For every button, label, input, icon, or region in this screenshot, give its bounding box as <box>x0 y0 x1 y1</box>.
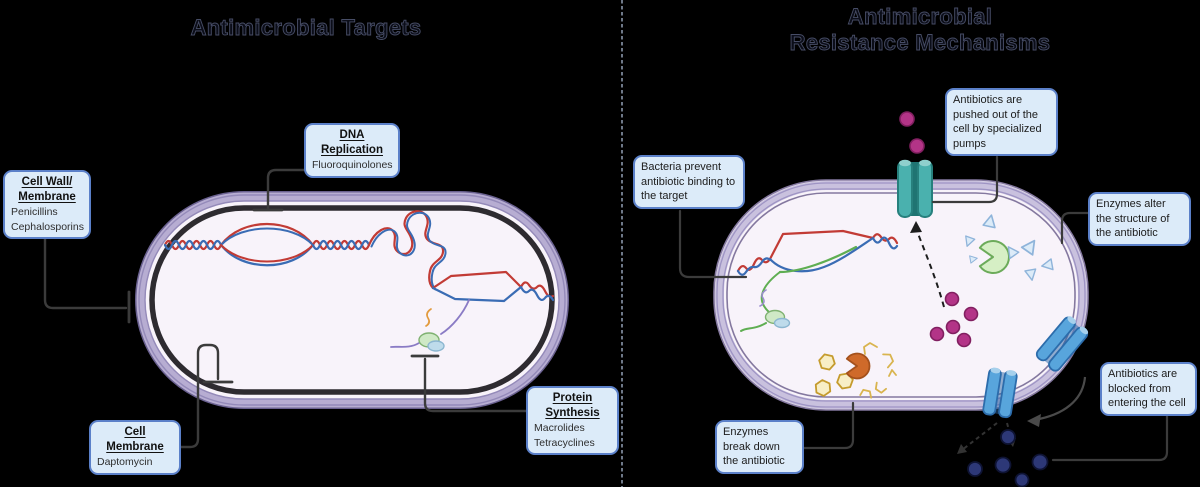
label-box-efflux-pump: Antibiotics are pushed out of the cell b… <box>945 88 1058 157</box>
label-box-protein-synthesis: Protein Synthesis Macrolides Tetracyclin… <box>526 386 619 456</box>
cell-membrane-drug1: Daptomycin <box>97 455 153 468</box>
right-panel-title: Antimicrobial Resistance Mechanisms <box>700 4 1140 56</box>
efflux-pump-icon <box>897 159 933 218</box>
right-bacterial-cell <box>713 179 1089 411</box>
right-ribosome-icon <box>764 309 791 329</box>
dna-replication-heading-line2: Replication <box>321 143 383 156</box>
label-box-cell-membrane: Cell Membrane Daptomycin <box>89 420 181 475</box>
cell-wall-heading-line1: Cell Wall/ <box>21 176 73 188</box>
connector-breakdown <box>801 401 855 450</box>
enzyme-breakdown-icon <box>814 342 897 399</box>
label-box-cell-wall: Cell Wall/ Membrane Penicillins Cephalos… <box>3 170 91 240</box>
connector-cell-wall <box>43 237 128 310</box>
cell-membrane-heading-line1: Cell <box>124 426 146 438</box>
blocked-entry-text: Antibiotics are blocked from entering th… <box>1108 368 1186 410</box>
efflux-arrow <box>910 221 945 308</box>
right-panel-title-line1: Antimicrobial <box>847 4 993 30</box>
enzyme-breakdown-text: Enzymes break down the antibiotic <box>723 426 785 468</box>
enzyme-alteration-text: Enzymes alter the structure of the antib… <box>1096 198 1170 240</box>
label-connectors-right <box>678 155 1169 462</box>
cell-membrane-heading-line2: Membrane <box>106 440 164 453</box>
connector-blocked <box>1051 413 1169 462</box>
efflux-pump-text: Antibiotics are pushed out of the cell b… <box>953 94 1042 150</box>
enzyme-alteration-icon <box>965 214 1054 281</box>
right-panel-title-line2: Resistance Mechanisms <box>789 30 1051 56</box>
label-box-target-change: Bacteria prevent antibiotic binding to t… <box>633 155 745 209</box>
inhibitor-connectors-left <box>43 168 528 449</box>
dna-replication-heading-line1: DNA <box>339 129 365 141</box>
porin-channel-icon-upper <box>1035 316 1089 372</box>
left-dna-helix <box>163 210 555 348</box>
connector-alteration <box>1060 211 1090 245</box>
protein-synthesis-heading-line1: Protein <box>552 392 593 404</box>
protein-synthesis-heading-line2: Synthesis <box>545 406 600 419</box>
connector-efflux <box>931 155 999 204</box>
target-change-text: Bacteria prevent antibiotic binding to t… <box>641 161 736 203</box>
dna-replication-drug1: Fluoroquinolones <box>312 158 393 171</box>
label-box-enzyme-alteration: Enzymes alter the structure of the antib… <box>1088 192 1191 246</box>
protein-synthesis-drug1: Macrolides <box>534 421 585 434</box>
connector-cell-membrane <box>178 343 220 449</box>
cell-wall-heading-line2: Membrane <box>18 190 76 203</box>
cell-wall-drug1: Penicillins <box>11 205 58 218</box>
connector-dna-replication <box>266 168 306 210</box>
left-panel-title: Antimicrobial Targets <box>190 15 422 41</box>
label-box-dna-replication: DNA Replication Fluoroquinolones <box>304 123 400 178</box>
label-box-blocked-entry: Antibiotics are blocked from entering th… <box>1100 362 1197 416</box>
antibiotic-dots-navy <box>967 429 1049 487</box>
connector-protein-synthesis <box>423 357 528 413</box>
left-ribosome-icon <box>418 332 445 352</box>
antibiotic-dots-magenta <box>899 111 979 348</box>
cell-wall-drug2: Cephalosporins <box>11 220 84 233</box>
connector-target-change <box>678 209 748 279</box>
label-box-enzyme-breakdown: Enzymes break down the antibiotic <box>715 420 804 474</box>
porin-channel-icon-lower <box>982 367 1018 419</box>
left-bacterial-cell <box>135 191 569 409</box>
protein-synthesis-drug2: Tetracyclines <box>534 436 595 449</box>
